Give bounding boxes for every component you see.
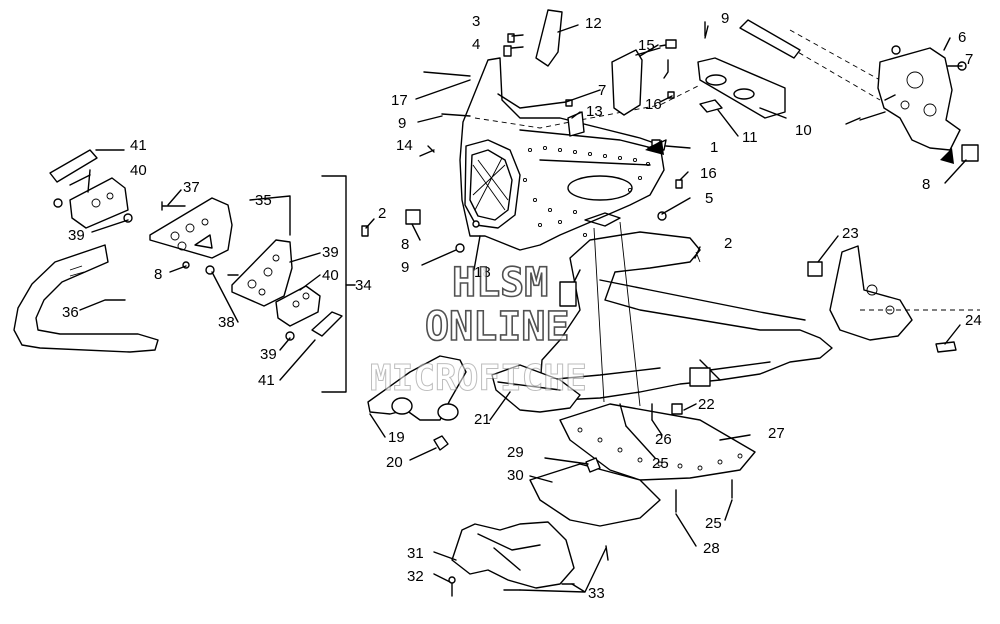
part-11-clip bbox=[699, 99, 723, 113]
callout-7: 7 bbox=[598, 82, 606, 99]
callout-17: 17 bbox=[391, 92, 408, 109]
bumper-assembly bbox=[13, 149, 369, 393]
callout-9: 9 bbox=[401, 259, 409, 276]
callout-39-top: 39 bbox=[68, 227, 85, 244]
watermark-line-3: MICROFICHE bbox=[370, 358, 587, 399]
callout-8-left: 8 bbox=[154, 266, 162, 283]
part-40-bracket-top bbox=[69, 177, 129, 229]
part-15-module bbox=[611, 49, 643, 116]
callout-24: 24 bbox=[965, 312, 982, 329]
callout-29: 29 bbox=[507, 444, 524, 461]
callout-10: 10 bbox=[795, 122, 812, 139]
callout-33: 33 bbox=[588, 585, 605, 602]
callout-27: 27 bbox=[768, 425, 785, 442]
callout-30: 30 bbox=[507, 467, 524, 484]
callout-20: 20 bbox=[386, 454, 403, 471]
part-31-guard bbox=[451, 521, 575, 589]
part-36-bumper bbox=[13, 244, 159, 353]
callout-23: 23 bbox=[842, 225, 859, 242]
part-41-reflector-bottom bbox=[311, 311, 343, 337]
callout-41-top: 41 bbox=[130, 137, 147, 154]
callout-39: 39 bbox=[322, 244, 339, 261]
callout-16-top: 16 bbox=[645, 96, 662, 113]
callout-25-mid: 25 bbox=[652, 455, 669, 472]
callout-40-top: 40 bbox=[130, 162, 147, 179]
callout-37: 37 bbox=[183, 179, 200, 196]
callout-14: 14 bbox=[396, 137, 413, 154]
part-frame-bulkhead bbox=[459, 57, 665, 251]
callout-12: 12 bbox=[585, 15, 602, 32]
callout-7-right: 7 bbox=[965, 51, 973, 68]
callout-5: 5 bbox=[705, 190, 713, 207]
callout-9-top: 9 bbox=[721, 10, 729, 27]
callout-15: 15 bbox=[638, 37, 655, 54]
callout-11: 11 bbox=[742, 129, 758, 146]
callout-21: 21 bbox=[474, 411, 491, 428]
side-plate bbox=[807, 245, 980, 353]
callout-1: 1 bbox=[710, 139, 718, 156]
front-bulkhead bbox=[459, 57, 701, 251]
part-29-clip bbox=[585, 457, 601, 473]
callout-3: 3 bbox=[472, 13, 480, 30]
callout-28: 28 bbox=[703, 540, 720, 557]
callout-31: 31 bbox=[407, 545, 424, 562]
callout-22: 22 bbox=[698, 396, 715, 413]
callout-41: 41 bbox=[258, 372, 275, 389]
callout-35: 35 bbox=[255, 192, 272, 209]
callout-labels: 3 4 12 15 9 6 7 17 7 13 16 9 10 11 1 14 … bbox=[62, 10, 982, 602]
part-bracket-strip bbox=[739, 19, 801, 59]
part-20-nut bbox=[433, 435, 449, 451]
callout-26: 26 bbox=[655, 431, 672, 448]
callout-39-bottom: 39 bbox=[260, 346, 277, 363]
part-30-skid-plate bbox=[529, 463, 661, 527]
part-35-footrest-right bbox=[231, 239, 293, 307]
callout-8-right: 8 bbox=[922, 176, 930, 193]
part-10-bracket bbox=[697, 57, 786, 119]
callout-34: 34 bbox=[355, 277, 372, 294]
callout-9-left: 9 bbox=[398, 115, 406, 132]
callout-6: 6 bbox=[958, 29, 966, 46]
callout-13: 13 bbox=[586, 103, 603, 120]
callout-36: 36 bbox=[62, 304, 79, 321]
callout-19: 19 bbox=[388, 429, 405, 446]
callout-25: 25 bbox=[705, 515, 722, 532]
steering-bracket bbox=[645, 19, 979, 164]
part-6-steering-support bbox=[877, 47, 961, 151]
watermark-line-2: ONLINE bbox=[425, 304, 570, 350]
part-41-reflector-top bbox=[49, 149, 98, 183]
callout-2-left: 2 bbox=[378, 205, 386, 222]
callout-18: 18 bbox=[474, 264, 491, 281]
part-12-deflector bbox=[535, 9, 563, 67]
lower-components bbox=[367, 355, 756, 597]
part-27-skid-plate bbox=[559, 403, 756, 481]
upper-components bbox=[405, 9, 786, 253]
leader-lines bbox=[79, 24, 967, 593]
callout-8: 8 bbox=[401, 236, 409, 253]
callout-40: 40 bbox=[322, 267, 339, 284]
part-23-side-plate bbox=[829, 245, 913, 341]
callout-16: 16 bbox=[700, 165, 717, 182]
callout-38: 38 bbox=[218, 314, 235, 331]
callout-2: 2 bbox=[724, 235, 732, 252]
callout-4: 4 bbox=[472, 36, 480, 53]
watermark: HLSM ONLINE MICROFICHE bbox=[370, 259, 588, 399]
watermark-line-1: HLSM bbox=[452, 260, 548, 306]
callout-32: 32 bbox=[407, 568, 424, 585]
part-21-arm-mount bbox=[491, 364, 581, 413]
